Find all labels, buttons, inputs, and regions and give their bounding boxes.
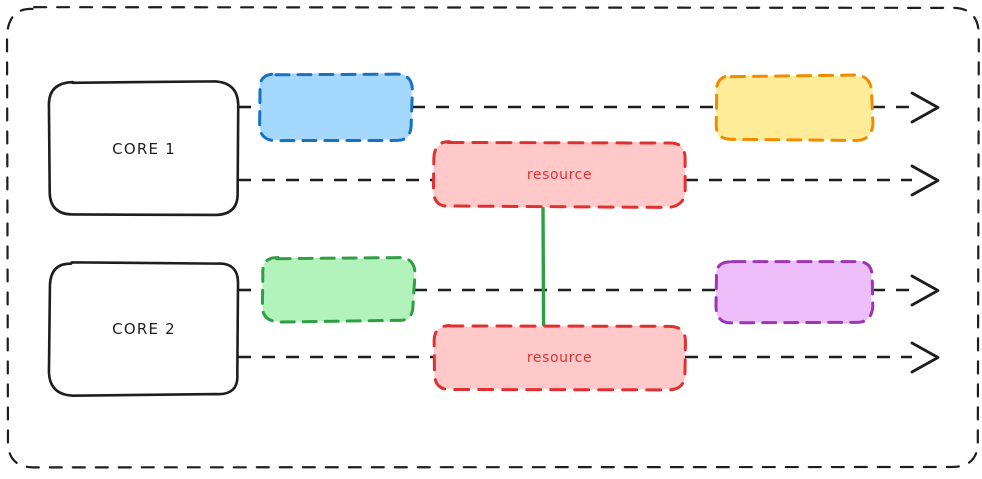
purple-stage[interactable] — [714, 260, 875, 325]
resource-box-2-border — [432, 323, 687, 392]
core2-upper-flow — [238, 274, 940, 307]
yellow-stage[interactable] — [714, 73, 875, 142]
yellow-stage-fill — [716, 75, 873, 141]
green-stage-fill — [262, 257, 415, 322]
core1-lower-flow-arrowhead — [910, 164, 940, 197]
resource-box-1-fill — [433, 141, 686, 208]
yellow-stage-border — [714, 73, 875, 142]
resource-box-1[interactable] — [431, 140, 687, 209]
core2-lower-flow — [238, 341, 940, 374]
blue-stage-border — [258, 72, 414, 143]
blue-stage-fill — [259, 73, 412, 140]
core1-upper-flow — [238, 91, 940, 124]
resource-box-1-border — [431, 140, 687, 209]
core1-upper-flow-arrowhead — [910, 91, 940, 124]
resource-box-2-fill — [433, 325, 686, 389]
core2-lower-flow-arrowhead — [910, 341, 940, 374]
purple-stage-border — [714, 260, 875, 325]
resource-share-link — [541, 206, 546, 327]
system-boundary — [5, 6, 980, 469]
green-stage[interactable] — [260, 256, 417, 324]
core2-upper-flow-arrowhead — [910, 274, 940, 307]
purple-stage-fill — [715, 260, 872, 324]
resource-box-2[interactable] — [432, 323, 687, 392]
core-box-2-outline — [47, 261, 240, 397]
core-box-2[interactable] — [47, 261, 240, 397]
green-stage-border — [260, 256, 417, 324]
blue-stage[interactable] — [258, 72, 414, 143]
core-box-1[interactable] — [47, 80, 240, 217]
core-box-1-outline — [47, 80, 240, 217]
core1-lower-flow — [238, 164, 940, 197]
